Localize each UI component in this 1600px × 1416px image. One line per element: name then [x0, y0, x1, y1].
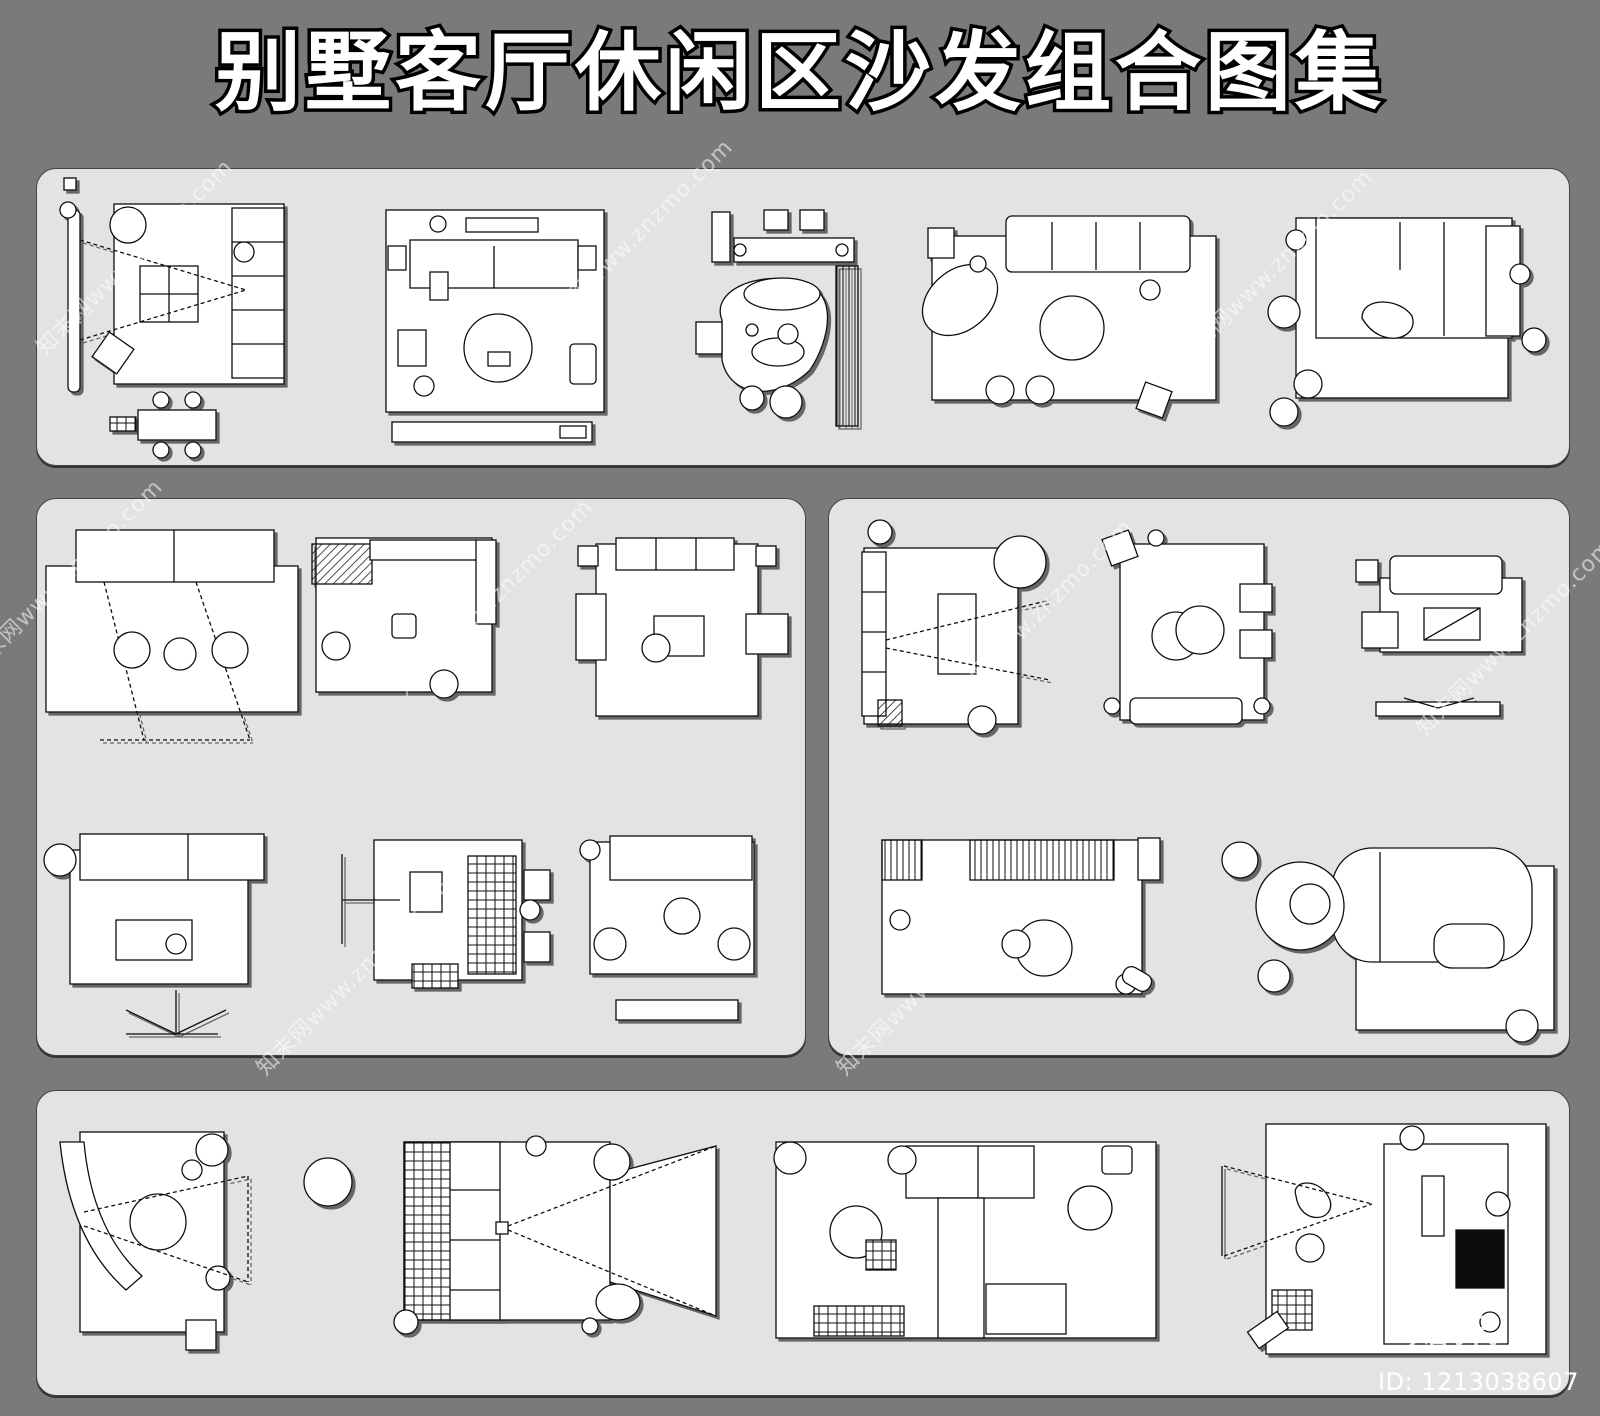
site-logo-text: 知末	[1406, 1305, 1502, 1356]
plan-3	[695, 209, 859, 427]
plan-16	[1221, 841, 1555, 1043]
plan-18	[303, 1135, 717, 1335]
plan-2	[385, 209, 605, 443]
plan-14	[1355, 555, 1523, 717]
plan-4	[921, 215, 1217, 419]
plan-11	[579, 835, 755, 1021]
plan-8	[575, 537, 789, 717]
plan-12	[861, 519, 1051, 735]
plan-20	[1221, 1123, 1547, 1355]
plan-13	[1101, 529, 1273, 725]
plan-5	[1267, 217, 1547, 427]
plan-9	[43, 833, 265, 1035]
plan-6	[45, 529, 299, 741]
plan-19	[773, 1141, 1157, 1339]
page-title-text: 别墅客厅休闲区沙发组合图集	[215, 23, 1385, 123]
plan-15	[881, 837, 1161, 995]
plan-7	[311, 537, 497, 699]
plan-1	[59, 177, 285, 459]
plan-17	[59, 1131, 249, 1351]
plan-10	[341, 839, 551, 989]
page-title: 别墅客厅休闲区沙发组合图集	[212, 20, 1385, 125]
image-id-label: ID: 1213038607	[1378, 1368, 1579, 1396]
